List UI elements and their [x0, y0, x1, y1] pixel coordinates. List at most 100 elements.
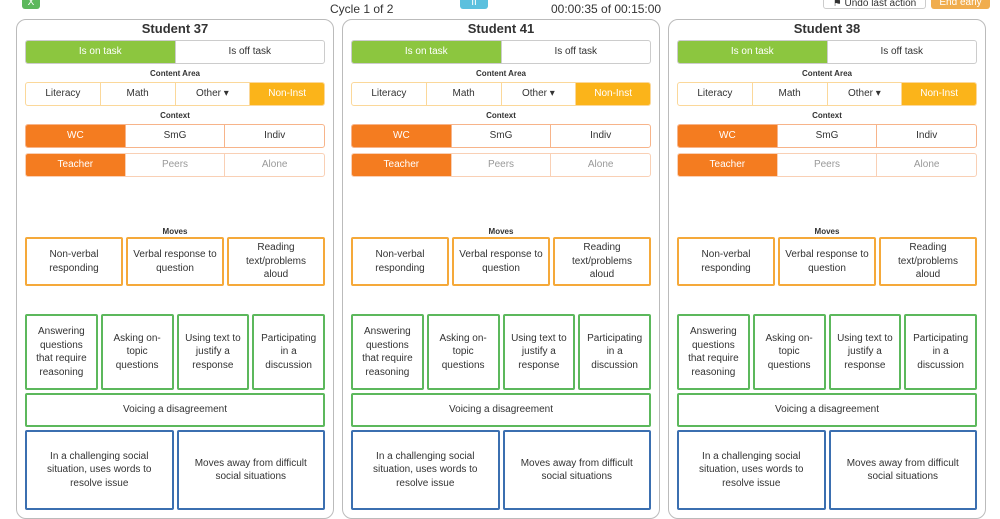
move-button[interactable]: Non-verbal responding [677, 237, 775, 286]
move-button[interactable]: Non-verbal responding [351, 237, 449, 286]
move-button[interactable]: Answering questions that require reasoni… [25, 314, 98, 390]
move-button[interactable]: Verbal response to question [778, 237, 876, 286]
content-area-option[interactable]: Math [751, 83, 827, 105]
with-option[interactable]: Peers [124, 154, 225, 176]
with-option[interactable]: Peers [776, 154, 877, 176]
with-option[interactable]: Peers [450, 154, 551, 176]
move-button[interactable]: Using text to justify a response [828, 314, 902, 390]
move-button[interactable]: Reading text/problems aloud [879, 237, 977, 286]
content-area-label: Content Area [476, 69, 526, 78]
content-area-label: Content Area [802, 69, 852, 78]
move-button[interactable]: Participating in a discussion [252, 314, 325, 390]
move-button[interactable]: Reading text/problems aloud [227, 237, 325, 286]
move-button[interactable]: In a challenging social situation, uses … [677, 430, 826, 510]
with-option[interactable]: Teacher [26, 154, 125, 176]
move-button[interactable]: In a challenging social situation, uses … [25, 430, 174, 510]
task-option[interactable]: Is off task [826, 41, 977, 63]
undo-label: Undo last action [844, 0, 917, 9]
task-option[interactable]: Is on task [678, 41, 827, 63]
context-label: Context [812, 111, 842, 120]
move-button[interactable]: Using text to justify a response [176, 314, 250, 390]
with-option[interactable]: Teacher [352, 154, 451, 176]
move-button[interactable]: Asking on-topic questions [100, 314, 174, 390]
context-option[interactable]: WC [678, 125, 777, 147]
move-button[interactable]: Verbal response to question [126, 237, 224, 286]
move-button[interactable]: Moves away from difficult social situati… [502, 430, 651, 510]
move-button[interactable]: Moves away from difficult social situati… [176, 430, 325, 510]
move-button[interactable]: Non-verbal responding [25, 237, 123, 286]
cycle-indicator: Cycle 1 of 2 [330, 2, 394, 16]
content-area-option[interactable]: Non-Inst [901, 83, 976, 105]
task-option[interactable]: Is on task [352, 41, 501, 63]
task-option[interactable]: Is off task [174, 41, 325, 63]
move-button[interactable]: Verbal response to question [452, 237, 550, 286]
move-button[interactable]: Voicing a disagreement [25, 393, 325, 427]
with-option[interactable]: Alone [550, 154, 650, 176]
content-area-option[interactable]: Math [99, 83, 175, 105]
content-area-option[interactable]: Other ▾ [500, 83, 576, 105]
move-button[interactable]: Asking on-topic questions [752, 314, 826, 390]
context-option[interactable]: WC [352, 125, 451, 147]
moves-blue-row: In a challenging social situation, uses … [25, 430, 325, 510]
content-area-option[interactable]: Non-Inst [575, 83, 650, 105]
move-button[interactable]: Reading text/problems aloud [553, 237, 651, 286]
task-option[interactable]: Is on task [26, 41, 175, 63]
moves-label: Moves [162, 227, 188, 236]
student-name: Student 41 [467, 21, 535, 36]
move-button[interactable]: Answering questions that require reasoni… [677, 314, 750, 390]
moves-green-row: Answering questions that require reasoni… [25, 314, 325, 390]
end-early-button[interactable]: End early [931, 0, 990, 9]
context-label: Context [160, 111, 190, 120]
content-area-option[interactable]: Math [425, 83, 501, 105]
content-area-option[interactable]: Non-Inst [249, 83, 324, 105]
move-button[interactable]: Voicing a disagreement [677, 393, 977, 427]
context-option[interactable]: Indiv [224, 125, 324, 147]
move-button[interactable]: Moves away from difficult social situati… [828, 430, 977, 510]
content-area-label: Content Area [150, 69, 200, 78]
context-option[interactable]: WC [26, 125, 125, 147]
move-button[interactable]: In a challenging social situation, uses … [351, 430, 500, 510]
moves-green-row: Answering questions that require reasoni… [677, 314, 977, 390]
context-option[interactable]: SmG [776, 125, 877, 147]
content-area-option[interactable]: Other ▾ [174, 83, 250, 105]
undo-button[interactable]: ⚑ Undo last action [823, 0, 926, 9]
move-button[interactable]: Participating in a discussion [904, 314, 977, 390]
move-button[interactable]: Answering questions that require reasoni… [351, 314, 424, 390]
task-option[interactable]: Is off task [500, 41, 651, 63]
content-area-option[interactable]: Literacy [697, 88, 733, 99]
content-area-option[interactable]: Other ▾ [826, 83, 902, 105]
move-button[interactable]: Voicing a disagreement [351, 393, 651, 427]
context-option[interactable]: SmG [450, 125, 551, 147]
content-area-option[interactable]: Literacy [45, 88, 81, 99]
close-button[interactable]: X [22, 0, 40, 9]
move-button[interactable]: Participating in a discussion [578, 314, 651, 390]
content-area-option[interactable]: Literacy [371, 88, 407, 99]
with-option[interactable]: Teacher [678, 154, 777, 176]
moves-green_wide-row: Voicing a disagreement [351, 393, 651, 427]
move-button[interactable]: Using text to justify a response [502, 314, 576, 390]
moves-label: Moves [814, 227, 840, 236]
with-option[interactable]: Alone [224, 154, 324, 176]
move-button[interactable]: Asking on-topic questions [426, 314, 500, 390]
timer: 00:00:35 of 00:15:00 [551, 2, 662, 16]
top-bar: X Cycle 1 of 2 II 00:00:35 of 00:15:00 ⚑… [0, 0, 1000, 18]
context-option[interactable]: SmG [124, 125, 225, 147]
pause-button[interactable]: II [460, 0, 488, 9]
context-option[interactable]: Indiv [876, 125, 976, 147]
with-option[interactable]: Alone [876, 154, 976, 176]
context-option[interactable]: Indiv [550, 125, 650, 147]
